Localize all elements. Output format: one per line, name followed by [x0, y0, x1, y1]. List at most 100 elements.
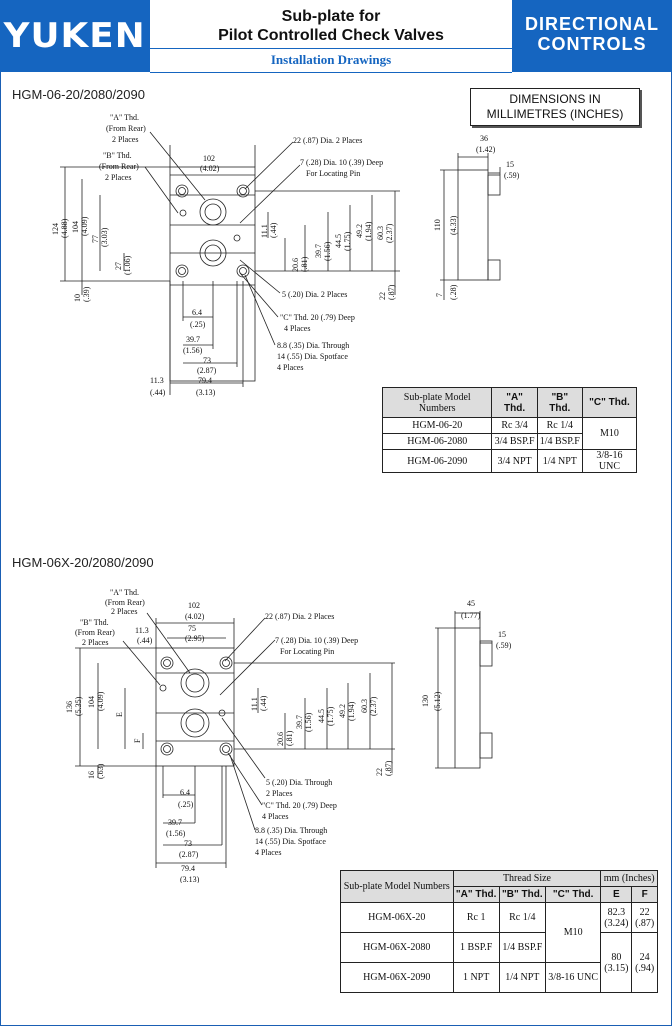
s2-h-a: "A" Thd.	[452, 886, 500, 903]
s2-d-e: E	[115, 712, 124, 717]
s2-dia22: 22 (.87) Dia. 2 Places	[265, 612, 334, 621]
brand-text: YUKEN	[3, 16, 147, 56]
s1-r1-b: Rc 1/4	[536, 417, 583, 434]
s2-d-b397: 39.7	[168, 818, 182, 827]
s1-d-445: 44.5	[334, 234, 343, 248]
s1-d-102: 102	[203, 154, 215, 163]
s1-b-places: 2 Places	[105, 173, 131, 182]
s1-d-104: 104	[71, 221, 80, 233]
s1-d-77: 77	[91, 235, 100, 243]
s2-d-794i: (3.13)	[180, 875, 200, 883]
s2-h-mm: mm (Inches)	[600, 870, 658, 887]
s2-r2-model: HGM-06X-2080	[340, 932, 454, 963]
s2-d-f: F	[133, 738, 142, 743]
title-box: Sub-plate for Pilot Controlled Check Val…	[150, 0, 512, 73]
s2-d-603: 60.3	[360, 699, 369, 713]
s1-d-603: 60.3	[376, 226, 385, 240]
s2-through: 8.8 (.35) Dia. Through	[255, 826, 327, 835]
s2-d-16i: (.63)	[96, 763, 105, 779]
section1-title: HGM-06-20/2080/2090	[12, 87, 145, 102]
s2-r1-c: M10	[544, 902, 602, 963]
s2-d-73: 73	[184, 839, 192, 848]
units-box: DIMENSIONS IN MILLIMETRES (INCHES)	[470, 88, 640, 126]
section2-drawing: "A" Thd. (From Rear) 2 Places "B" Thd. (…	[65, 588, 512, 883]
s2-d-445: 44.5	[317, 709, 326, 723]
s1-a-from-rear: (From Rear)	[106, 124, 146, 133]
s2-r2-a: 1 BSP.F	[452, 932, 500, 963]
s1-h-model: Sub-plate Model Numbers	[381, 387, 493, 418]
s2-d-130i: (5.12)	[433, 691, 442, 711]
s2-d-206i: (.81)	[285, 730, 294, 746]
s2-r1-b: Rc 1/4	[498, 902, 546, 933]
s1-b-from-rear: (From Rear)	[99, 162, 139, 171]
s1-r2-model: HGM-06-2080	[381, 433, 493, 450]
s2-d-397: 39.7	[295, 715, 304, 729]
s1-dia5: 5 (.20) Dia. 2 Places	[282, 290, 347, 299]
s2-h-model: Sub-plate Model Numbers	[340, 870, 454, 903]
title-line1: Sub-plate for	[281, 8, 381, 25]
s1-d-36: 36	[480, 134, 488, 143]
s1-r3-model: HGM-06-2090	[381, 449, 493, 473]
s1-d-102i: (4.02)	[200, 164, 220, 173]
section2-title: HGM-06X-20/2080/2090	[12, 555, 154, 570]
s1-d-15: 15	[506, 160, 514, 169]
s2-h-thread: Thread Size	[452, 870, 602, 887]
s1-d-22i: (.87)	[387, 284, 396, 300]
s1-d-492i: (1.94)	[364, 221, 373, 241]
s1-d-27: 27	[114, 262, 123, 270]
s1-through: 8.8 (.35) Dia. Through	[277, 341, 349, 350]
s1-d-11: 11.1	[260, 224, 269, 238]
s2-d-445i: (1.75)	[326, 706, 335, 726]
s2-r2-f: 24(.94)	[631, 932, 658, 993]
s1-d-77i: (3.03)	[100, 227, 109, 247]
s2-port-a	[180, 668, 210, 698]
s1-d-206: 20.6	[291, 258, 300, 272]
s2-r2-e: 80(3.15)	[600, 932, 633, 993]
s1-r1-a: Rc 3/4	[491, 417, 538, 434]
s2-d-102i: (4.02)	[185, 612, 205, 621]
s2-d-75: 75	[188, 624, 196, 633]
s2-d-104i: (4.09)	[96, 691, 105, 711]
s2-d-136i: (5.35)	[74, 696, 83, 716]
s2-d-45: 45	[467, 599, 475, 608]
s2-d-136: 136	[65, 701, 74, 713]
s1-d-10: 10	[73, 294, 82, 302]
s2-d-11i: (.44)	[259, 695, 268, 711]
s1-d-603i: (2.37)	[385, 223, 394, 243]
title-divider	[150, 48, 512, 49]
s1-port-a	[199, 198, 227, 226]
category-line1: DIRECTIONAL	[525, 14, 659, 34]
s1-d-104i: (4.09)	[80, 216, 89, 236]
s2-d-22: 22	[375, 768, 384, 776]
s2-r3-model: HGM-06X-2090	[340, 962, 454, 993]
s2-d-11: 11.1	[250, 697, 259, 711]
s1-dia22: 22 (.87) Dia. 2 Places	[293, 136, 362, 145]
s2-b-thd: "B" Thd.	[80, 618, 109, 627]
s2-d-130: 130	[421, 695, 430, 707]
s2-b-places: 2 Places	[82, 638, 108, 647]
s2-dia5: 5 (.20) Dia. Through	[266, 778, 332, 787]
s1-d-10i: (.39)	[82, 286, 91, 302]
s2-r3-b: 1/4 NPT	[498, 962, 546, 993]
s1-through-places: 4 Places	[277, 363, 303, 372]
s1-d-22: 22	[378, 292, 387, 300]
s2-d-45i: (1.77)	[461, 611, 481, 620]
s1-r1-model: HGM-06-20	[381, 417, 493, 434]
units-line1: DIMENSIONS IN	[509, 92, 601, 106]
s1-a-places: 2 Places	[112, 135, 138, 144]
s1-h-c: "C" Thd.	[581, 387, 638, 418]
s1-r3-b: 1/4 NPT	[536, 449, 583, 473]
s1-r3-c: 3/8-16 UNC	[581, 449, 638, 473]
s2-d-113: 11.3	[135, 626, 149, 635]
s2-d-22i: (.87)	[384, 760, 393, 776]
section1-drawing: "A" Thd. (From Rear) 2 Places "B" Thd. (…	[51, 113, 520, 397]
s1-d-110: 110	[433, 219, 442, 231]
s2-r3-c: 3/8-16 UNC	[544, 962, 602, 993]
s1-dia7: 7 (.28) Dia. 10 (.39) Deep	[300, 158, 383, 167]
s1-d-7: 7	[435, 293, 444, 297]
s1-r1-c: M10	[581, 417, 638, 450]
s1-d-7i: (.28)	[449, 284, 458, 300]
s1-c-places: 4 Places	[284, 324, 310, 333]
s1-d-206i: (.81)	[300, 256, 309, 272]
s1-d-397i: (1.56)	[323, 241, 332, 261]
